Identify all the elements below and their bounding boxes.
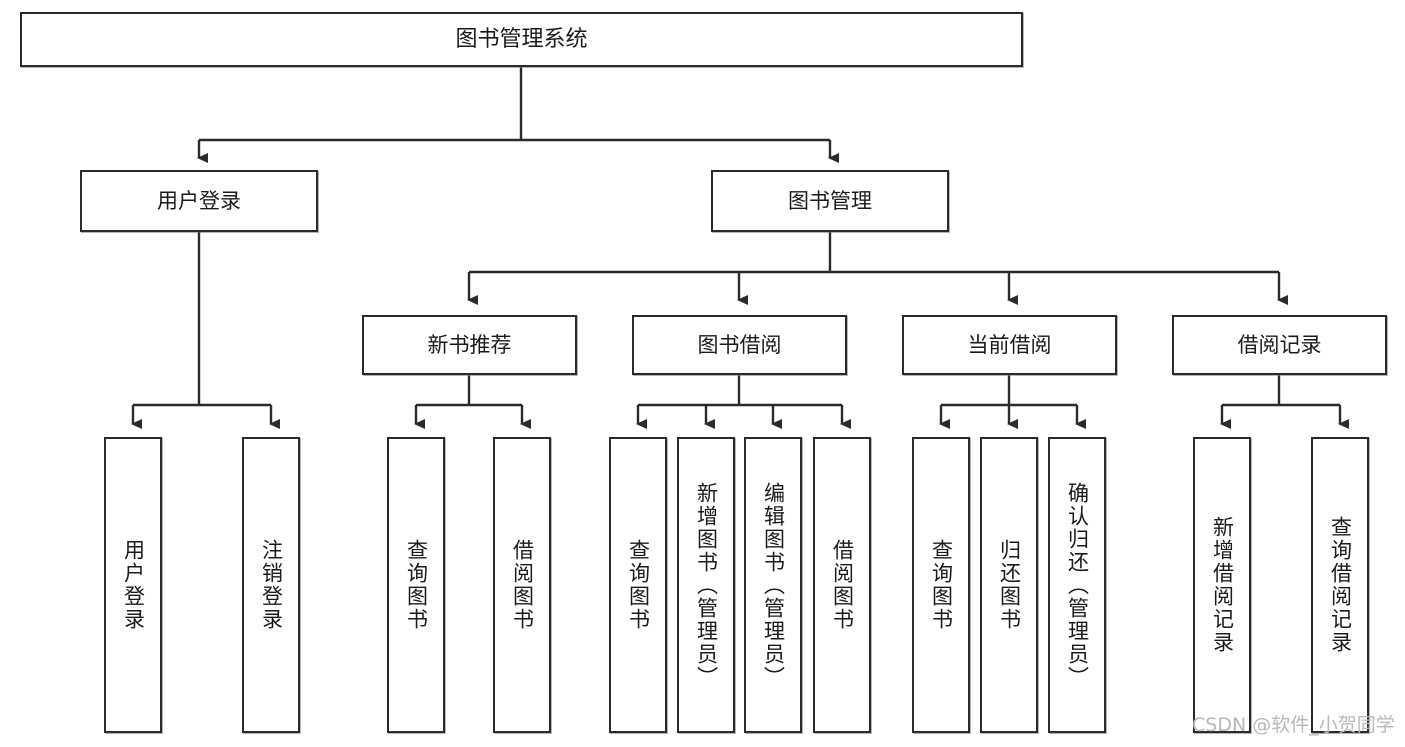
node-label: 借阅图书 xyxy=(510,539,535,631)
node-user-login[interactable]: 用户登录 xyxy=(80,170,318,232)
leaf-borrow-query-book[interactable]: 查询图书 xyxy=(609,437,667,733)
leaf-user-login-logout[interactable]: 注销登录 xyxy=(242,437,300,733)
node-label: 用户登录 xyxy=(157,188,241,213)
node-borrow-record[interactable]: 借阅记录 xyxy=(1172,315,1387,375)
node-label: 新增图书（管理员） xyxy=(694,481,719,689)
node-label: 确认归还（管理员） xyxy=(1065,481,1090,689)
node-label: 当前借阅 xyxy=(967,332,1052,357)
node-label: 查询图书 xyxy=(404,539,429,631)
node-label: 查询借阅记录 xyxy=(1328,516,1353,654)
node-label: 查询图书 xyxy=(929,539,954,631)
node-label: 新增借阅记录 xyxy=(1210,516,1235,654)
node-label: 借阅记录 xyxy=(1237,332,1322,357)
node-label: 注销登录 xyxy=(259,539,284,631)
leaf-record-add-record[interactable]: 新增借阅记录 xyxy=(1193,437,1251,733)
leaf-borrow-add-book-admin[interactable]: 新增图书（管理员） xyxy=(677,437,735,733)
leaf-recommend-borrow-book[interactable]: 借阅图书 xyxy=(493,437,551,733)
node-label: 查询图书 xyxy=(626,539,651,631)
node-label: 借阅图书 xyxy=(830,539,855,631)
leaf-borrow-borrow-book[interactable]: 借阅图书 xyxy=(813,437,871,733)
leaf-current-confirm-return-admin[interactable]: 确认归还（管理员） xyxy=(1048,437,1106,733)
node-root-system[interactable]: 图书管理系统 xyxy=(20,12,1023,67)
leaf-record-query-record[interactable]: 查询借阅记录 xyxy=(1311,437,1369,733)
node-label: 编辑图书（管理员） xyxy=(761,481,786,689)
node-current-borrow[interactable]: 当前借阅 xyxy=(902,315,1117,375)
node-label: 新书推荐 xyxy=(427,332,512,357)
node-label: 图书借阅 xyxy=(697,332,782,357)
csdn-watermark: CSDN @软件_小贺同学 xyxy=(1192,714,1395,736)
node-book-borrow[interactable]: 图书借阅 xyxy=(632,315,847,375)
leaf-current-return-book[interactable]: 归还图书 xyxy=(980,437,1038,733)
node-label: 用户登录 xyxy=(121,539,146,631)
leaf-current-query-book[interactable]: 查询图书 xyxy=(912,437,970,733)
node-label: 图书管理 xyxy=(788,188,872,213)
leaf-recommend-query-book[interactable]: 查询图书 xyxy=(387,437,445,733)
leaf-borrow-edit-book-admin[interactable]: 编辑图书（管理员） xyxy=(744,437,802,733)
node-book-management[interactable]: 图书管理 xyxy=(711,170,949,232)
leaf-user-login-login[interactable]: 用户登录 xyxy=(104,437,162,733)
node-label: 图书管理系统 xyxy=(455,26,588,52)
node-label: 归还图书 xyxy=(997,539,1022,631)
node-new-book-recommend[interactable]: 新书推荐 xyxy=(362,315,577,375)
